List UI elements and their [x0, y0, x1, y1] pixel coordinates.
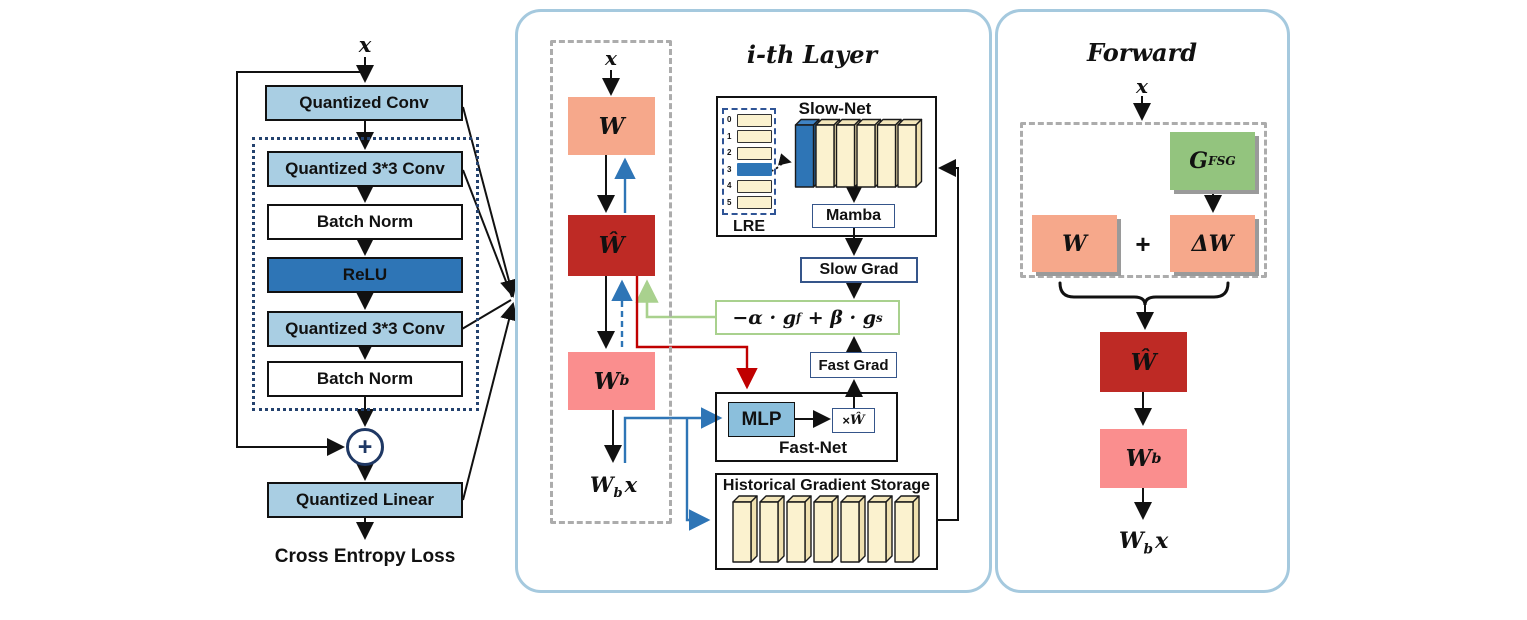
xw-box: ×Ŵ [832, 408, 875, 433]
quantized-linear-block: Quantized Linear [267, 482, 463, 518]
slow-grad-box: Slow Grad [800, 257, 918, 283]
lre-row-num: 2 [727, 148, 732, 158]
formula-sub1: f [796, 310, 802, 325]
xw-base: Ŵ [849, 413, 865, 428]
lre-bar [737, 146, 772, 160]
plus-operator: + [1135, 229, 1151, 259]
lre-row: 5 [724, 196, 774, 210]
batch-norm-block-2: Batch Norm [267, 361, 463, 397]
delta-w-block: ΔW [1170, 215, 1255, 272]
lre-row-num: 3 [727, 164, 732, 174]
lre-box: 0 1 2 3 4 5 [722, 108, 776, 215]
lre-row-num: 0 [727, 115, 732, 125]
formula-p2: + β · g [801, 306, 876, 329]
right-w-hat-block: Ŵ [1100, 332, 1187, 392]
quantized-33-conv-block-1: Quantized 3*3 Conv [267, 151, 463, 187]
right-w-b-base: W [1125, 445, 1152, 472]
fast-net-label: Fast-Net [778, 438, 847, 457]
g-fsg-base: G [1189, 148, 1209, 174]
w-hat-block: Ŵ [568, 215, 655, 276]
weight-merge-frame [1020, 122, 1267, 278]
left-input-label: x [358, 32, 372, 57]
lre-bar [737, 196, 772, 210]
lre-row: 2 [724, 146, 774, 160]
lre-row: 1 [724, 130, 774, 144]
right-out-tail: x [1155, 528, 1169, 554]
batch-norm-block-1: Batch Norm [267, 204, 463, 240]
forward-panel [995, 9, 1290, 593]
slow-net-box [716, 96, 937, 237]
lre-bar [737, 113, 772, 127]
historical-gradient-storage-label: Historical Gradient Storage [722, 477, 931, 494]
quantized-conv-block: Quantized Conv [265, 85, 463, 121]
out-base: W [589, 472, 614, 497]
right-out-sub: b [1143, 541, 1154, 558]
ith-layer-panel [515, 9, 992, 593]
w-block: W [568, 97, 655, 155]
forward-title: Forward [1086, 38, 1197, 67]
right-w-block: W [1032, 215, 1117, 272]
out-tail: x [624, 472, 638, 497]
lre-bar-selected [737, 163, 772, 177]
mamba-box: Mamba [812, 204, 895, 228]
w-b-sub: b [619, 373, 630, 389]
middle-output-label: Wbx [566, 472, 661, 501]
mlp-box: MLP [728, 402, 795, 437]
lre-row: 4 [724, 179, 774, 193]
quantized-33-conv-block-2: Quantized 3*3 Conv [267, 311, 463, 347]
lre-row: 0 [724, 113, 774, 127]
formula-p1: −α · g [732, 306, 797, 329]
w-b-base: W [593, 367, 620, 395]
lre-row-num: 1 [727, 131, 732, 141]
ith-layer-title: i-th Layer [746, 40, 878, 69]
right-w-b-sub: b [1151, 450, 1162, 467]
lre-label: LRE [733, 218, 765, 235]
xw-prefix: × [842, 413, 850, 428]
formula-sub2: s [876, 310, 883, 325]
middle-input-label: x [605, 46, 617, 70]
right-out-base: W [1118, 528, 1144, 554]
lre-row-num: 4 [727, 181, 732, 191]
out-sub: b [613, 486, 623, 502]
lre-row: 3 [724, 163, 774, 177]
slow-net-label: Slow-Net [798, 99, 872, 118]
lre-bar [737, 130, 772, 144]
right-output-label: Wbx [1096, 528, 1191, 557]
residual-add-node: + [346, 428, 384, 466]
cross-entropy-loss-label: Cross Entropy Loss [274, 546, 456, 567]
lre-row-num: 5 [727, 197, 732, 207]
right-input-label: x [1136, 74, 1148, 98]
fast-grad-box: Fast Grad [810, 352, 897, 378]
lre-bar [737, 179, 772, 193]
g-fsg-sub: FSG [1208, 154, 1236, 168]
historical-gradient-storage-box [715, 473, 938, 570]
relu-block: ReLU [267, 257, 463, 293]
